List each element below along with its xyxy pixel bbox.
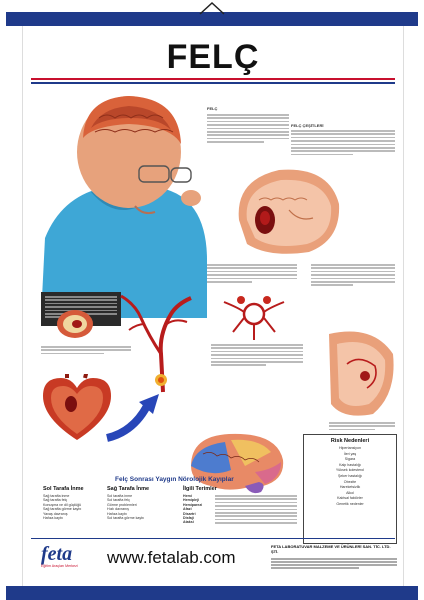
list-item: Disartri	[183, 511, 196, 516]
circle-of-willis-illustration	[223, 296, 285, 340]
blood-flow-arrow-icon	[105, 394, 159, 442]
company-address	[271, 558, 397, 570]
carotid-arteries-illustration	[120, 294, 192, 393]
right-stroke-title: Sağ Tarafa İnme	[107, 486, 150, 492]
website-url: www.fetalab.com	[107, 548, 236, 567]
list-item: Hareketsizlik	[339, 485, 361, 490]
list-item: Sağ tarafta inme	[43, 494, 70, 498]
list-item: Hemi	[183, 494, 192, 498]
list-item: Hipertansiyon	[339, 446, 361, 450]
list-item: Hızlı davranış	[107, 507, 129, 512]
willis-caption	[211, 344, 303, 368]
list-item: Disfaji	[183, 516, 194, 521]
list-item: Kalp hastalığı	[339, 462, 361, 467]
list-item: Yüksek kolesterol	[335, 468, 365, 473]
terms-list: Hemi Hemipleji Hemiparezi Afazi Disartri…	[183, 494, 213, 525]
footer-rule	[31, 538, 395, 539]
list-item: Sol tarafta felç	[107, 498, 130, 503]
poster: FELÇ FELÇ FELÇ ÇEŞİTLERİ	[22, 26, 404, 586]
stroke-heading: FELÇ	[207, 106, 218, 111]
risk-title: Risk Nedenleri	[330, 438, 370, 444]
list-item: Genetik nedenler	[336, 501, 364, 506]
list-item: Hafıza kaybı	[43, 516, 63, 521]
hanger-hook-icon	[199, 1, 225, 15]
list-item: Obezite	[343, 479, 357, 484]
list-item: Sol tarafta görme kaybı	[107, 516, 145, 521]
feta-logo: feta Eğitim Araçları Merkezi	[41, 543, 97, 569]
risk-factors-box: Risk Nedenleri Hipertansiyon İleri yaş S…	[303, 434, 397, 544]
list-item: Sağ tarafta felç	[43, 498, 68, 503]
man-with-brain-illustration	[41, 96, 207, 318]
hanger-rod-top	[6, 12, 418, 26]
hanger-rod-bottom	[6, 586, 418, 600]
right-stroke-list: Sol tarafta inme Sol tarafta felç Görme …	[107, 494, 177, 520]
title-rule-blue	[31, 82, 395, 84]
list-item: Sağ tarafta görme kaybı	[43, 507, 82, 512]
terms-definitions	[215, 495, 297, 526]
list-item: Yavaş davranış	[43, 511, 68, 516]
left-stroke-title: Sol Tarafa İnme	[43, 486, 84, 492]
list-item: Sol tarafta inme	[107, 494, 133, 498]
stroke-types-description	[291, 130, 395, 157]
risk-list: Hipertansiyon İleri yaş Sigara Kalp hast…	[304, 446, 396, 508]
logo-text: feta	[41, 543, 73, 565]
list-item: Hafıza kaybı	[107, 511, 127, 516]
list-item: Sigara	[344, 457, 356, 462]
stroke-types-heading: FELÇ ÇEŞİTLERİ	[291, 123, 324, 128]
hemorrhage-caption-left	[207, 264, 297, 284]
artery-caption	[41, 346, 131, 356]
brain-hemorrhage-illustration	[238, 169, 340, 254]
logo-tagline: Eğitim Araçları Merkezi	[41, 564, 78, 568]
terms-title: İlgili Terimler	[183, 486, 217, 492]
list-item: İleri yaş	[343, 451, 357, 456]
list-item: Görme problemleri	[107, 502, 137, 507]
list-item: Alkol	[346, 490, 354, 495]
list-item: Ataksi	[183, 520, 194, 525]
brain-section-right-illustration	[329, 331, 394, 416]
deficits-title: Felç Sonrası Yaygın Nörolojik Kayıplar	[115, 476, 234, 483]
brain-side-view-illustration	[191, 433, 284, 494]
company-name: FETA LABORATUVAR MALZEME VE ÜRÜNLERİ SAN…	[271, 544, 391, 554]
poster-title: FELÇ	[166, 38, 260, 76]
heart-illustration	[43, 374, 111, 440]
list-item: Kalıtsal faktörler	[337, 496, 363, 501]
hemorrhage-caption-right	[311, 264, 395, 288]
list-item: Konuşma ve dil güçlüğü	[43, 502, 82, 507]
list-item: Hemiparezi	[183, 502, 203, 507]
list-item: Şeker hastalığı	[338, 473, 362, 478]
brain-section-caption	[329, 422, 395, 432]
artery-closeup-illustration	[57, 310, 93, 338]
title-rule-red	[31, 78, 395, 80]
list-item: Hemipleji	[183, 498, 199, 503]
list-item: Afazi	[183, 507, 192, 512]
stroke-description	[207, 114, 289, 145]
left-stroke-list: Sağ tarafta inme Sağ tarafta felç Konuşm…	[43, 494, 105, 520]
